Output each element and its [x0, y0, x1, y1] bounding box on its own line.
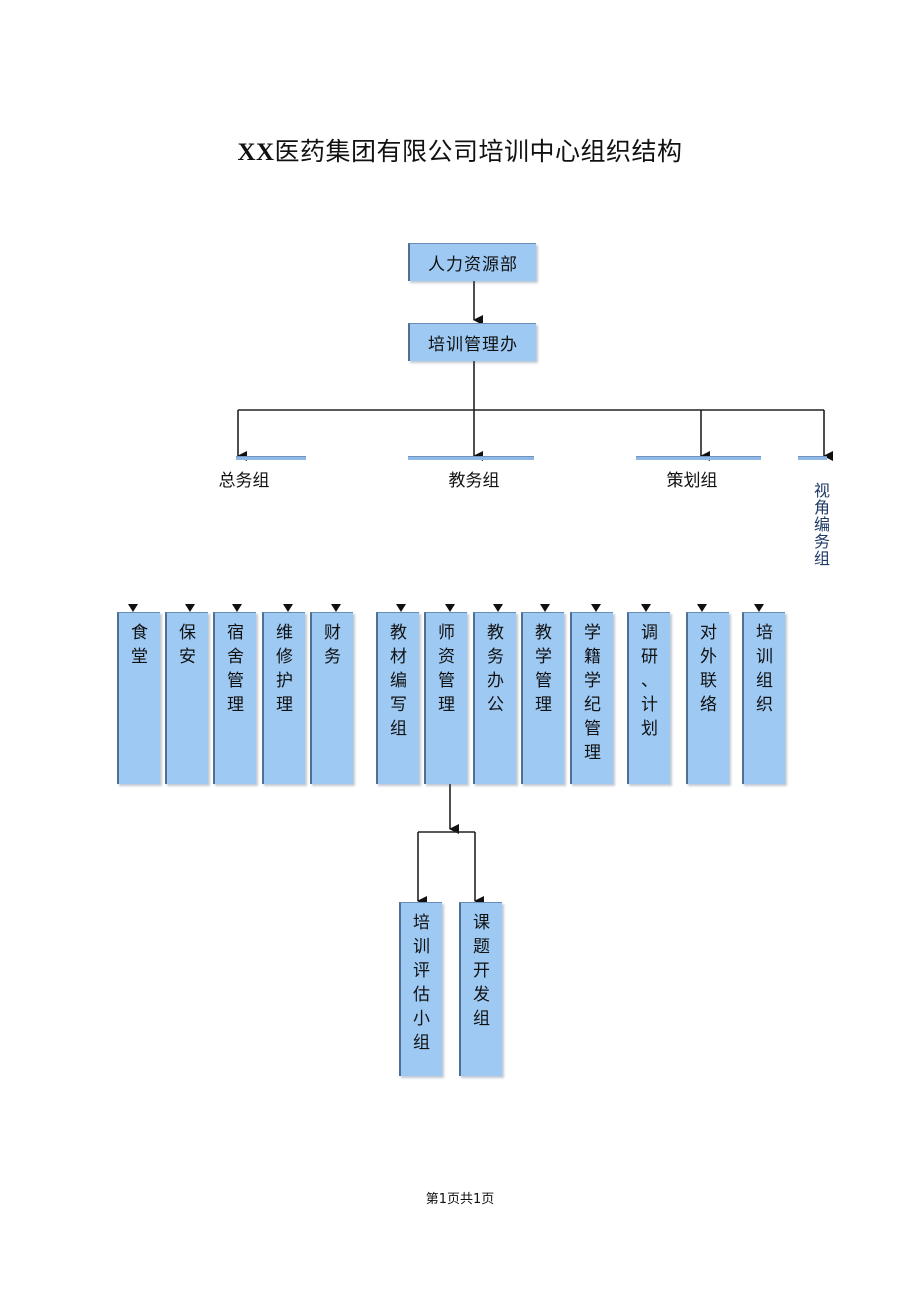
unit-external-liaison-label: 对外联络: [700, 623, 717, 715]
arrowhead-research: [641, 604, 651, 612]
teaching-group-bar: [408, 456, 534, 460]
unit-finance: 财务: [310, 612, 353, 784]
teaching-group-label: 教务组: [448, 471, 500, 491]
unit-academic-office-label: 教务办公: [487, 623, 504, 715]
unit-student-records-label: 学籍学纪管理: [584, 623, 601, 763]
arrowhead-dormitory: [232, 604, 242, 612]
editorial-group-bar: [798, 456, 827, 460]
unit-security: 保安: [165, 612, 208, 784]
unit-dormitory-label: 宿舍管理: [227, 623, 244, 715]
arrowhead-teacher: [445, 604, 455, 612]
arrowhead-textbook: [396, 604, 406, 612]
unit-training-organization-label: 培训组织: [756, 623, 773, 715]
unit-course-development-team-label: 课题开发组: [473, 913, 490, 1029]
unit-training-evaluation-team: 培训评估小组: [399, 902, 442, 1076]
unit-research-planning-label: 调研、计划: [641, 623, 658, 739]
unit-dormitory: 宿舍管理: [213, 612, 256, 784]
unit-student-records: 学籍学纪管理: [570, 612, 613, 784]
unit-training-evaluation-team-label: 培训评估小组: [413, 913, 430, 1053]
arrowhead-training-org: [754, 604, 764, 612]
arrowhead-teaching-mgmt: [540, 604, 550, 612]
unit-research-planning: 调研、计划: [627, 612, 670, 784]
arrowhead-student-records: [591, 604, 601, 612]
unit-canteen: 食堂: [117, 612, 160, 784]
unit-maintenance: 维修护理: [262, 612, 305, 784]
planning-group-bar: [636, 456, 761, 460]
general-group-label: 总务组: [218, 471, 270, 491]
unit-external-liaison: 对外联络: [686, 612, 729, 784]
page-footer: 第1页共1页: [425, 1192, 495, 1207]
unit-course-development-team: 课题开发组: [459, 902, 502, 1076]
unit-arrowheads: [128, 604, 764, 612]
unit-canteen-label: 食堂: [131, 623, 148, 667]
editorial-group-label: 视角编务组: [811, 482, 830, 567]
unit-teaching-management: 教学管理: [521, 612, 564, 784]
arrowhead-maintenance: [283, 604, 293, 612]
arrowhead-canteen: [128, 604, 138, 612]
unit-teaching-management-label: 教学管理: [535, 623, 552, 715]
arrowhead-security: [185, 604, 195, 612]
unit-finance-label: 财务: [324, 623, 341, 667]
unit-textbook-writing: 教材编写组: [376, 612, 419, 784]
unit-teacher-management-label: 师资管理: [438, 623, 455, 715]
arrowhead-finance: [331, 604, 341, 612]
planning-group-label: 策划组: [666, 471, 718, 491]
unit-security-label: 保安: [179, 623, 196, 667]
hr-department-box: 人力资源部: [408, 243, 536, 281]
arrowhead-academic-office: [493, 604, 503, 612]
unit-textbook-writing-label: 教材编写组: [390, 623, 407, 739]
unit-maintenance-label: 维修护理: [276, 623, 293, 715]
unit-training-organization: 培训组织: [742, 612, 785, 784]
unit-teacher-management: 师资管理: [424, 612, 467, 784]
page-title: XX医药集团有限公司培训中心组织结构: [237, 137, 683, 166]
general-group-bar: [236, 456, 306, 460]
arrowhead-liaison: [697, 604, 707, 612]
unit-academic-office: 教务办公: [473, 612, 516, 784]
training-office-box: 培训管理办: [408, 323, 536, 361]
